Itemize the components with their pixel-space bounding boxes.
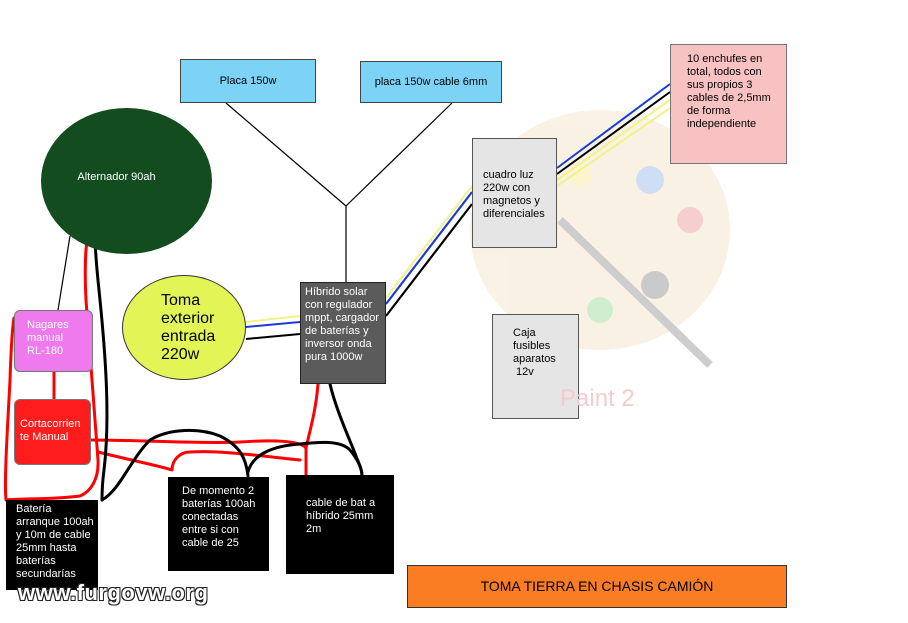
paint-app-watermark-text: Paint 2	[560, 385, 635, 412]
hybrid-inverter-node: Híbrido solar con regulador mppt, cargad…	[300, 282, 386, 384]
solar-panel-1-label: Placa 150w	[219, 74, 277, 87]
breaker-panel-label: cuadro luz 220w con magnetos y diferenci…	[483, 169, 545, 220]
sockets-label: 10 enchufes en total, todos con sus prop…	[687, 53, 771, 130]
fuse-box-node: Caja fusibles aparatos 12v	[492, 314, 579, 419]
shore-to-hybrid-wires	[245, 315, 301, 340]
battery-cutoff-label: Cortacorrien te Manual	[20, 418, 81, 443]
hybrid-inverter-label: Híbrido solar con regulador mppt, cargad…	[305, 286, 379, 363]
chassis-ground-node: TOMA TIERRA EN CHASIS CAMIÓN	[407, 565, 787, 608]
battery-cable-label: cable de bat a híbrido 25mm 2m	[306, 497, 376, 535]
battery-cutoff-node: Cortacorrien te Manual	[14, 399, 91, 465]
alternator-node: Alternador 90ah	[41, 108, 212, 254]
starter-battery-label: Batería arranque 100ah y 10m de cable 25…	[16, 503, 94, 580]
battery-cable-node: cable de bat a híbrido 25mm 2m	[286, 475, 394, 574]
breaker-to-sockets-wires	[556, 83, 671, 187]
sockets-node: 10 enchufes en total, todos con sus prop…	[670, 44, 787, 164]
solar-panel-1: Placa 150w	[180, 59, 316, 103]
solar-panel-2-label: placa 150w cable 6mm	[374, 75, 488, 88]
alternator-label: Alternador 90ah	[77, 170, 156, 183]
battery-black-wires	[93, 218, 364, 502]
hybrid-to-breaker-wires	[385, 185, 473, 317]
fuse-box-label: Caja fusibles aparatos 12v	[513, 327, 556, 378]
secondary-batteries-label: De momento 2 baterías 100ah conectadas e…	[182, 485, 256, 549]
site-watermark: www.furgovw.org	[18, 580, 208, 606]
shore-power-inlet-node: Toma exterior entrada 220w	[122, 275, 246, 380]
solar-panel-2: placa 150w cable 6mm	[360, 61, 502, 103]
relay-label: Nagares manual RL-180	[27, 319, 69, 357]
paint-app-watermark-label: Paint 2	[560, 385, 635, 413]
starter-battery-node: Batería arranque 100ah y 10m de cable 25…	[6, 500, 98, 590]
relay-node: Nagares manual RL-180	[14, 310, 93, 372]
breaker-panel-node: cuadro luz 220w con magnetos y diferenci…	[472, 138, 557, 248]
site-watermark-text: www.furgovw.org	[18, 580, 209, 605]
shore-power-inlet-label: Toma exterior entrada 220w	[161, 291, 216, 363]
solar-input-wires	[225, 102, 453, 282]
chassis-ground-label: TOMA TIERRA EN CHASIS CAMIÓN	[480, 578, 714, 594]
secondary-batteries-node: De momento 2 baterías 100ah conectadas e…	[168, 477, 269, 571]
alternator-link-wire	[57, 235, 71, 311]
